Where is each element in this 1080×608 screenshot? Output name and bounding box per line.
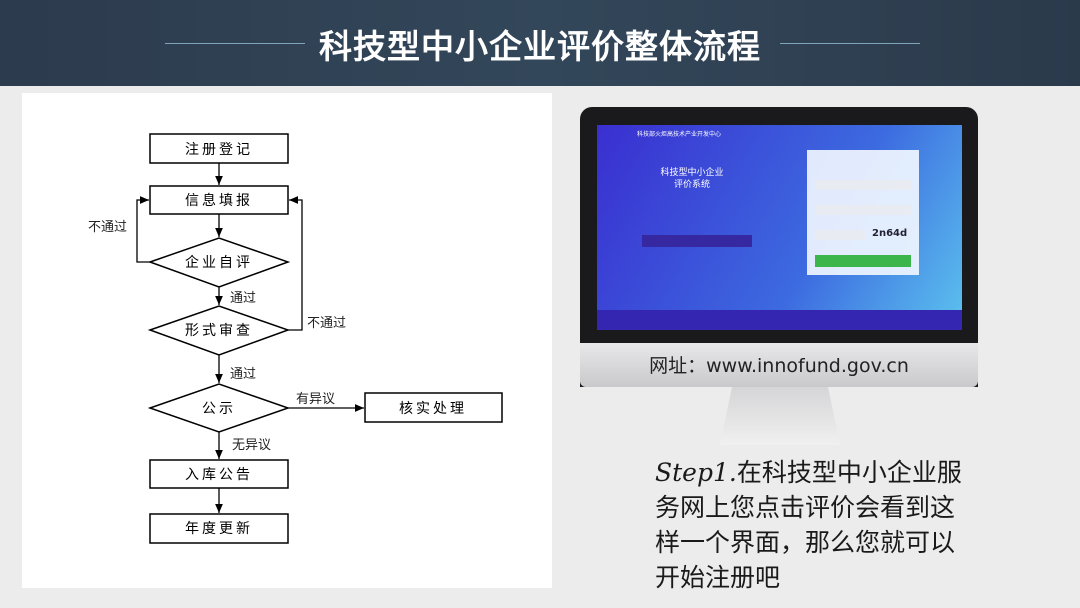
label-register: 注册登记 — [185, 142, 253, 158]
site-system-name: 科技型中小企业评价系统 — [660, 168, 724, 190]
edge-label-objection: 有异议 — [296, 392, 335, 407]
title-divider-left — [165, 43, 305, 44]
node-verify — [364, 392, 503, 423]
label-publicity: 公示 — [202, 401, 236, 417]
monitor-chin: 网址：www.innofund.gov.cn — [580, 343, 978, 387]
monitor-image: 科技部火炬高技术产业开发中心 科技型中小企业评价系统 2n64d 网址：www.… — [580, 107, 978, 387]
flowchart-panel: 注册登记 信息填报 企业自评 形式审查 公示 核实处理 入库公告 年度更新 不通… — [22, 93, 552, 588]
edge-label-pass1: 通过 — [230, 291, 256, 306]
website-screenshot: 科技部火炬高技术产业开发中心 科技型中小企业评价系统 2n64d — [597, 125, 962, 330]
step-text: 在科技型中小企业服务网上您点击评价会看到这样一个界面，那么您就可以开始注册吧 — [655, 458, 962, 592]
label-annual: 年度更新 — [185, 521, 253, 537]
edge-label-fail1: 不通过 — [88, 220, 127, 235]
node-annual — [149, 513, 289, 544]
label-self-eval: 企业自评 — [185, 254, 253, 271]
header-banner: 科技型中小企业评价整体流程 — [0, 0, 1080, 86]
page-title: 科技型中小企业评价整体流程 — [319, 27, 761, 66]
site-org-name: 科技部火炬高技术产业开发中心 — [637, 131, 722, 138]
label-fill: 信息填报 — [185, 192, 253, 209]
flowchart: 注册登记 信息填报 企业自评 形式审查 公示 核实处理 入库公告 年度更新 不通… — [88, 133, 503, 544]
step-prefix: Step1. — [655, 458, 737, 487]
node-fill — [149, 185, 289, 215]
label-review: 形式审查 — [185, 323, 253, 339]
site-footer — [597, 310, 962, 330]
edge-label-pass2: 通过 — [230, 367, 256, 382]
node-self-eval — [147, 237, 291, 288]
step-description: Step1.在科技型中小企业服务网上您点击评价会看到这样一个界面，那么您就可以开… — [655, 455, 975, 595]
label-storage: 入库公告 — [185, 467, 253, 483]
site-banner-bar — [642, 235, 752, 247]
login-button — [815, 255, 911, 267]
monitor-stand — [720, 387, 840, 445]
title-divider-right — [780, 43, 920, 44]
captcha: 2n64d — [872, 228, 908, 239]
login-form: 2n64d — [807, 150, 919, 275]
node-register — [149, 133, 289, 164]
edge-label-no-objection: 无异议 — [232, 438, 271, 453]
edge-label-fail2: 不通过 — [307, 316, 346, 331]
website-url: 网址：www.innofund.gov.cn — [649, 355, 909, 377]
label-verify: 核实处理 — [399, 401, 467, 417]
